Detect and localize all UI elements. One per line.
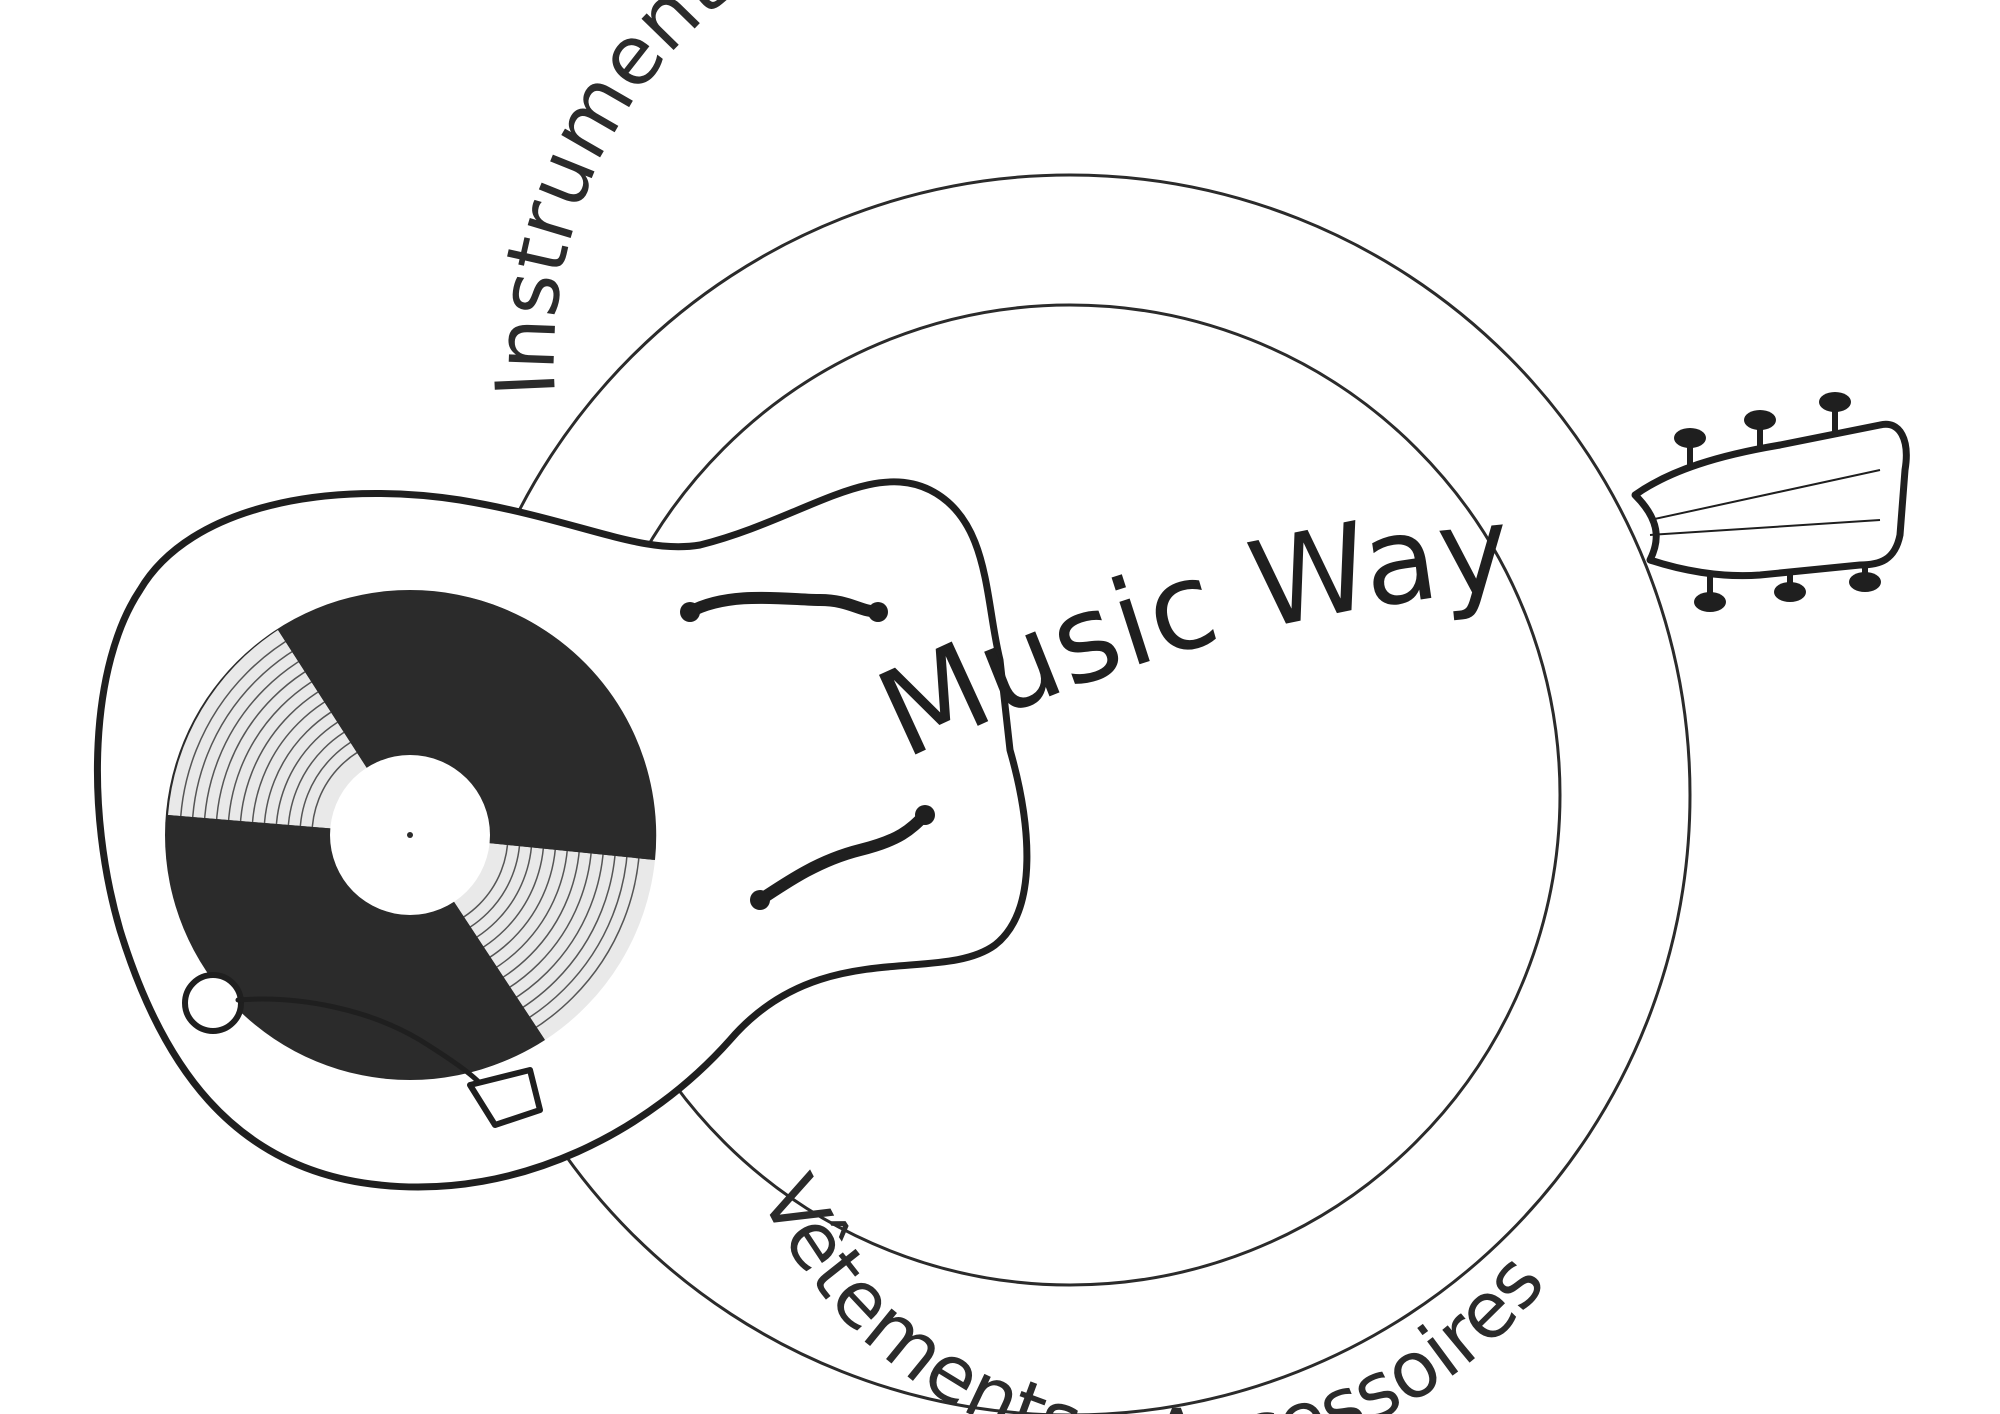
f-hole-upper xyxy=(684,591,886,618)
top-arc-text: Instruments -Vinyles xyxy=(478,0,1102,398)
vinyl-record-icon xyxy=(165,590,657,1080)
tonearm-icon xyxy=(182,972,543,1128)
guitar-icon xyxy=(93,392,1910,1191)
tuning-peg-icon xyxy=(1631,392,1910,612)
f-hole-lower xyxy=(754,809,931,906)
top-arc-text-path: Instruments -Vinyles xyxy=(478,0,1102,398)
